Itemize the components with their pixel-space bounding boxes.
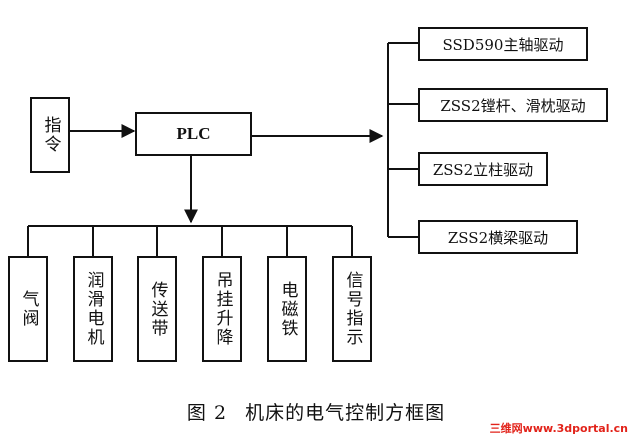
plc-box: PLC [135, 112, 252, 156]
actuator-box-label: 润滑电机 [83, 271, 104, 347]
actuator-box-label: 信号指示 [342, 271, 363, 347]
actuator-box-label: 传送带 [147, 280, 168, 338]
actuator-box-label: 气阀 [18, 290, 39, 328]
drive-box-column: ZSS2立柱驱动 [418, 152, 548, 186]
drive-box-label: ZSS2横梁驱动 [447, 228, 549, 247]
drive-box-label: SSD590主轴驱动 [442, 35, 564, 54]
actuator-box-signal: 信号指示 [332, 256, 372, 362]
actuator-box-electromagnet: 电磁铁 [267, 256, 307, 362]
drive-box-label: ZSS2镗杆、滑枕驱动 [440, 96, 586, 115]
figure-title: 机床的电气控制方框图 [245, 402, 446, 424]
drive-box-spindle: SSD590主轴驱动 [418, 27, 588, 61]
command-box-label: 指令 [40, 116, 61, 154]
actuator-box-lube-motor: 润滑电机 [73, 256, 113, 362]
watermark: 三维网www.3dportal.cn [489, 422, 628, 435]
figure-caption: 图 2 机床的电气控制方框图 [0, 398, 632, 425]
actuator-box-label: 吊挂升降 [212, 271, 233, 347]
actuator-box-hoist: 吊挂升降 [202, 256, 242, 362]
drive-box-boring-bar: ZSS2镗杆、滑枕驱动 [418, 88, 608, 122]
actuator-box-conveyor: 传送带 [137, 256, 177, 362]
figure-number: 图 2 [186, 402, 228, 424]
plc-box-label: PLC [176, 124, 211, 143]
actuator-box-label: 电磁铁 [277, 280, 298, 338]
command-box: 指令 [30, 97, 70, 173]
drive-box-label: ZSS2立柱驱动 [432, 160, 534, 179]
drive-box-crossbeam: ZSS2横梁驱动 [418, 220, 578, 254]
actuator-box-air-valve: 气阀 [8, 256, 48, 362]
